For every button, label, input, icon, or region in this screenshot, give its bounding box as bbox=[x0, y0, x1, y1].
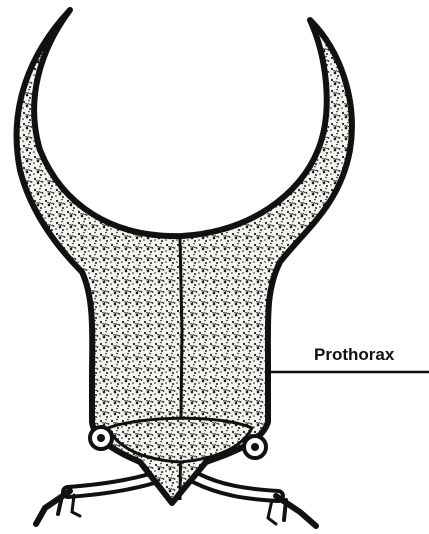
right-coxa bbox=[244, 436, 266, 458]
left-foreleg bbox=[36, 476, 160, 524]
prothorax-label: Prothorax bbox=[314, 345, 395, 364]
left-coxa bbox=[90, 427, 112, 449]
right-foreleg bbox=[196, 478, 316, 526]
